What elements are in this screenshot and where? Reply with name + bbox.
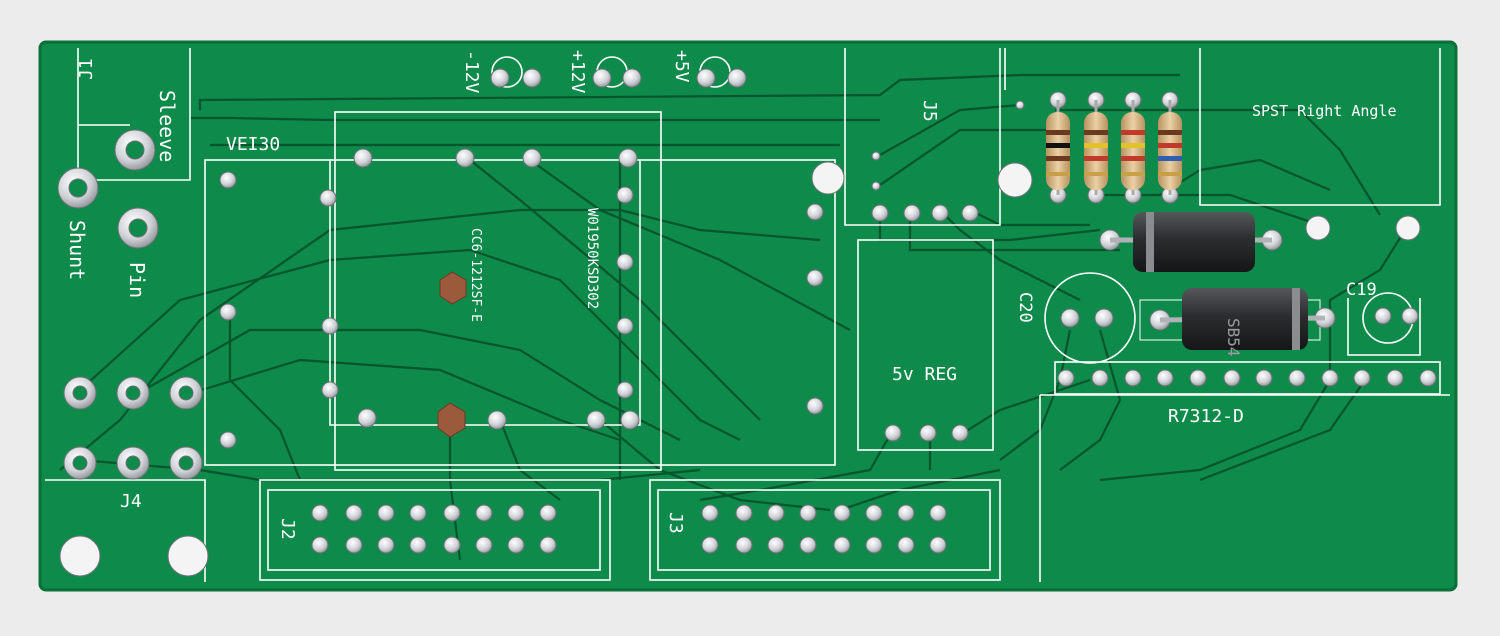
label-j3: J3 (665, 512, 686, 534)
resistor-1 (1046, 100, 1070, 195)
resistor-4 (1158, 100, 1182, 195)
label-plus5v: +5V (671, 50, 692, 83)
diodes: SB54 (1110, 212, 1326, 357)
label-minus12v: -12V (461, 50, 482, 94)
label-shunt: Shunt (65, 220, 89, 280)
resistor-3 (1121, 100, 1145, 195)
silkscreen-text: J1 Sleeve Shunt Pin VEI30 -12V +12V +5V … (65, 50, 1397, 540)
label-w0195: W01950KSD302 (584, 208, 600, 309)
diode-1 (1110, 212, 1272, 272)
label-vei30: VEI30 (226, 134, 280, 155)
label-r7312: R7312-D (1168, 406, 1244, 427)
label-plus12v: +12V (567, 50, 588, 94)
label-c19: C19 (1346, 280, 1377, 300)
resistor-2 (1084, 100, 1108, 195)
diode-marking: SB54 (1224, 318, 1243, 357)
label-5v-reg: 5v REG (892, 364, 957, 385)
label-c20: C20 (1015, 292, 1035, 323)
label-j4: J4 (120, 491, 142, 512)
label-j2: J2 (277, 518, 298, 540)
diode-2: SB54 (1159, 288, 1326, 357)
label-pin: Pin (125, 262, 149, 298)
resistors (1046, 100, 1182, 195)
label-sleeve: Sleeve (155, 90, 179, 162)
label-spst: SPST Right Angle (1252, 102, 1397, 120)
label-j5: J5 (919, 100, 940, 122)
label-cc6: CC6-1212SF-E (468, 228, 483, 322)
label-j1: J1 (76, 58, 97, 80)
